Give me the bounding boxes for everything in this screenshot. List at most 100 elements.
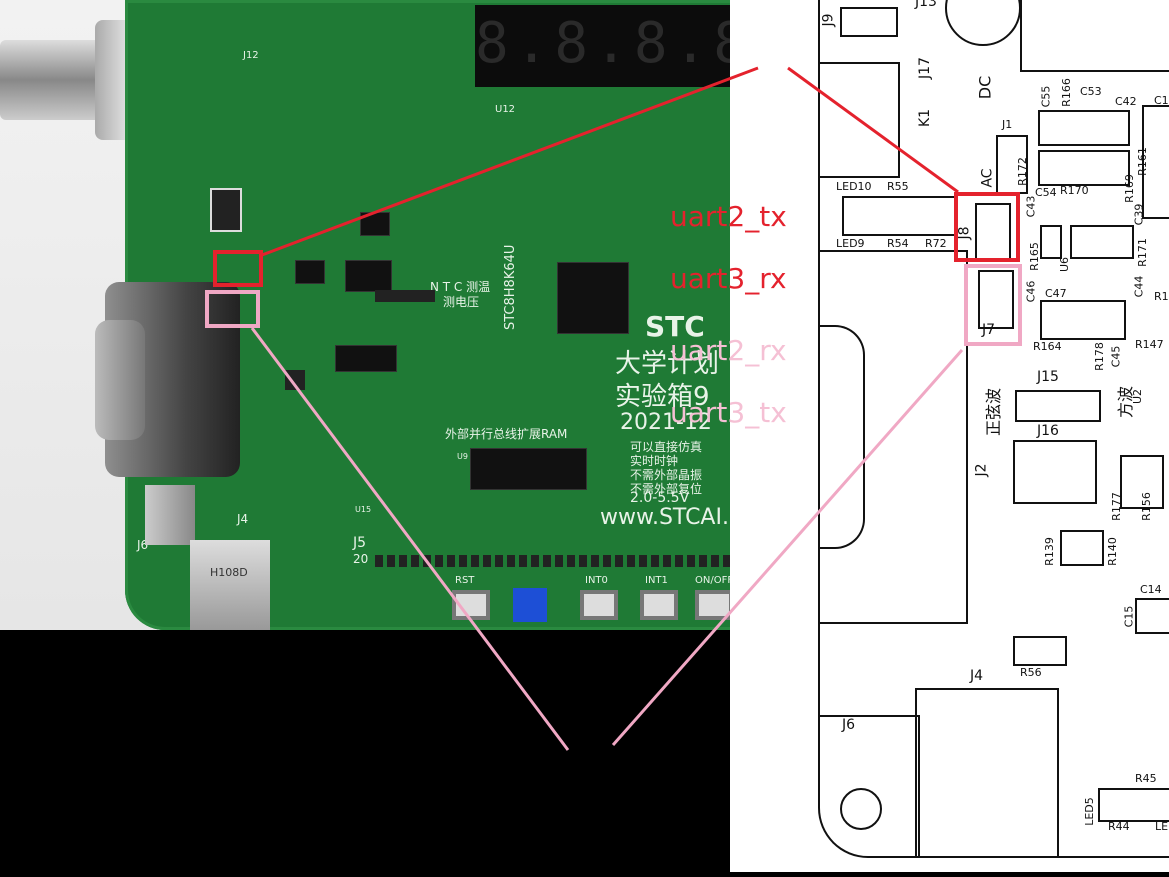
schem-red-highlight bbox=[954, 192, 1020, 262]
led9-label: LED9 bbox=[836, 237, 865, 250]
r56-footprint bbox=[1013, 636, 1067, 666]
pink-callout-line-2 bbox=[611, 349, 964, 746]
cap-row-1 bbox=[1038, 110, 1130, 146]
j2-db9-outline bbox=[818, 250, 968, 624]
u15-label: U15 bbox=[355, 505, 372, 514]
r45-label: R45 bbox=[1135, 772, 1157, 785]
mounting-hole bbox=[840, 788, 882, 830]
cap-row-2 bbox=[1038, 150, 1130, 186]
j15-footprint bbox=[1015, 390, 1101, 422]
jumper-header-2 bbox=[285, 370, 305, 390]
voltage-label: 2.0-5.5V bbox=[630, 490, 690, 506]
c54-label: C54 bbox=[1035, 186, 1057, 199]
c53-label: C53 bbox=[1080, 85, 1102, 98]
j7-label: J7 bbox=[982, 322, 996, 338]
j4-label: J4 bbox=[970, 668, 984, 684]
pink-callout-line-1 bbox=[250, 327, 570, 751]
r55-label: R55 bbox=[887, 180, 909, 193]
r54-label: R54 bbox=[887, 237, 909, 250]
c43-footprint bbox=[1040, 225, 1062, 259]
j6-usb-outline bbox=[818, 715, 920, 856]
onoff-button bbox=[695, 590, 730, 620]
ic-chip-4 bbox=[345, 260, 392, 292]
led10-label: LED10 bbox=[836, 180, 872, 193]
brand-label: STC bbox=[645, 310, 705, 343]
red-callout-line-1 bbox=[261, 66, 759, 257]
lcd-header bbox=[375, 555, 730, 567]
r164-label: R164 bbox=[1033, 340, 1062, 353]
rst-label: RST bbox=[455, 575, 475, 586]
j16-footprint bbox=[1013, 440, 1097, 504]
j4-usb-outline bbox=[915, 688, 1059, 858]
schematic-panel: J9 J13 J17 DC K1 J1 AC C55 R166 C53 C42 … bbox=[730, 0, 1169, 872]
j9-footprint bbox=[840, 7, 898, 37]
c14-footprint bbox=[1135, 598, 1169, 634]
uart2-rx-annotation: uart2_rx bbox=[670, 334, 787, 367]
note-label-2: 实时时钟 bbox=[630, 454, 679, 468]
ntc-label: N T C 测温 bbox=[430, 280, 491, 294]
r139-footprint bbox=[1060, 530, 1104, 566]
note-label-3: 不需外部晶振 bbox=[630, 468, 703, 482]
cap-row-3 bbox=[1040, 300, 1126, 340]
r147-label: R147 bbox=[1135, 338, 1164, 351]
photo-pink-highlight bbox=[205, 290, 260, 328]
c42-label: C42 bbox=[1115, 95, 1137, 108]
int0-label: INT0 bbox=[585, 575, 608, 586]
int1-button bbox=[640, 590, 678, 620]
potentiometer bbox=[513, 588, 547, 622]
bus-label: 外部并行总线扩展RAM bbox=[445, 427, 568, 441]
title-line1: 大学计划 bbox=[615, 349, 720, 379]
j6-label: J6 bbox=[137, 538, 149, 552]
j13-label: J13 bbox=[915, 0, 937, 10]
int1-label: INT1 bbox=[645, 575, 668, 586]
r72-label: R72 bbox=[925, 237, 947, 250]
r56-label: R56 bbox=[1020, 666, 1042, 679]
pcb-board: 8.8.8.8. STC8H8K64U STC 大学计划 实验箱9 2021-1… bbox=[125, 0, 730, 630]
usb-a-port bbox=[190, 540, 270, 630]
c47-label: C47 bbox=[1045, 287, 1067, 300]
r1-label: R1 bbox=[1154, 290, 1169, 303]
uart2-tx-annotation: uart2_tx bbox=[670, 200, 787, 233]
c14-label: C14 bbox=[1140, 583, 1162, 596]
j1-label: J1 bbox=[1002, 118, 1013, 131]
jumper-header bbox=[375, 290, 435, 302]
dc-jack bbox=[818, 62, 900, 178]
onoff-label: ON/OFF bbox=[695, 575, 730, 586]
uart3-tx-annotation: uart3_tx bbox=[670, 396, 787, 429]
ic-chip-2 bbox=[295, 260, 325, 284]
j4-label: J4 bbox=[237, 512, 249, 526]
ic-chip-3 bbox=[335, 345, 397, 372]
uart3-rx-annotation: uart3_rx bbox=[670, 262, 787, 295]
mcu-chip bbox=[557, 262, 629, 334]
seven-segment-display: 8.8.8.8. bbox=[475, 5, 730, 87]
r44-label: R44 bbox=[1108, 820, 1130, 833]
board-photo: 8.8.8.8. STC8H8K64U STC 大学计划 实验箱9 2021-1… bbox=[0, 0, 730, 630]
j12-label: J12 bbox=[243, 50, 259, 61]
photo-red-highlight bbox=[213, 250, 263, 287]
p20-label: 20 bbox=[353, 552, 369, 566]
j5-label: J5 bbox=[353, 535, 367, 551]
j16-label: J16 bbox=[1037, 423, 1059, 439]
red-callout-line-2 bbox=[787, 66, 959, 194]
int0-button bbox=[580, 590, 618, 620]
r170-label: R170 bbox=[1060, 184, 1089, 197]
u6-footprint bbox=[1070, 225, 1134, 259]
j15-label: J15 bbox=[1037, 369, 1059, 385]
le-label: LE bbox=[1155, 820, 1169, 833]
power-switch bbox=[210, 188, 242, 232]
year-label: 2021-12 bbox=[620, 410, 712, 435]
db9-shell bbox=[95, 320, 145, 440]
url-label: www.STCAI. bbox=[600, 505, 729, 530]
led5-footprint bbox=[1098, 788, 1169, 822]
note-label-4: 不需外部复位 bbox=[630, 482, 703, 496]
title-line2: 实验箱9 bbox=[615, 382, 710, 412]
j7-footprint bbox=[978, 270, 1014, 329]
j6-label: J6 bbox=[842, 717, 856, 733]
block-top-right bbox=[1020, 0, 1169, 72]
usb-a-label: H108D bbox=[210, 566, 248, 579]
u9-label: U9 bbox=[457, 452, 468, 461]
usb-c-port bbox=[145, 485, 195, 545]
block-right-1 bbox=[1142, 105, 1169, 219]
c1-label: C1 bbox=[1154, 94, 1169, 107]
